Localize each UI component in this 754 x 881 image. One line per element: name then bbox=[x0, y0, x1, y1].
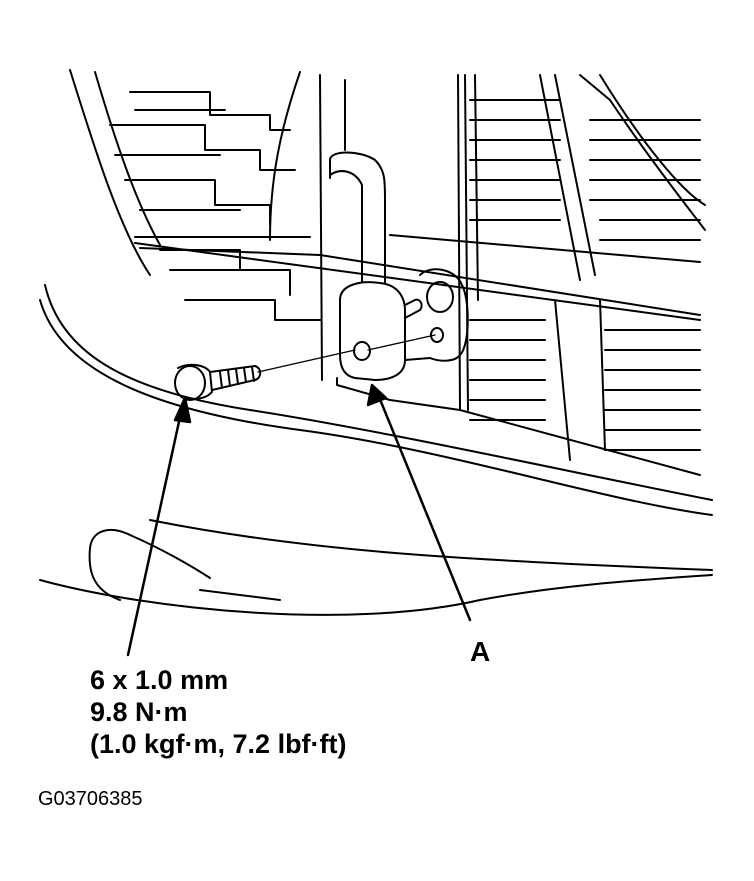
alignment-lines bbox=[257, 334, 436, 373]
hose bbox=[329, 151, 386, 286]
right-grille-slats bbox=[469, 99, 701, 451]
leader-arrow-bolt bbox=[126, 396, 192, 657]
callout-label-a: A bbox=[470, 636, 491, 667]
torque-alt-units: (1.0 kgf·m, 7.2 lbf·ft) bbox=[90, 729, 347, 759]
grille-outline bbox=[69, 69, 321, 321]
bracket-a bbox=[336, 268, 701, 476]
bolt-size: 6 x 1.0 mm bbox=[90, 665, 229, 695]
leader-arrow-bracket bbox=[366, 383, 472, 622]
fastener-spec: 6 x 1.0 mm 9.8 N·m (1.0 kgf·m, 7.2 lbf·f… bbox=[90, 664, 347, 760]
bolt-icon bbox=[174, 363, 262, 401]
torque-nm: 9.8 N·m bbox=[90, 697, 188, 727]
figure-id: G03706385 bbox=[38, 788, 143, 810]
bumper-outline bbox=[39, 284, 713, 616]
grille-crossbar bbox=[134, 234, 701, 321]
